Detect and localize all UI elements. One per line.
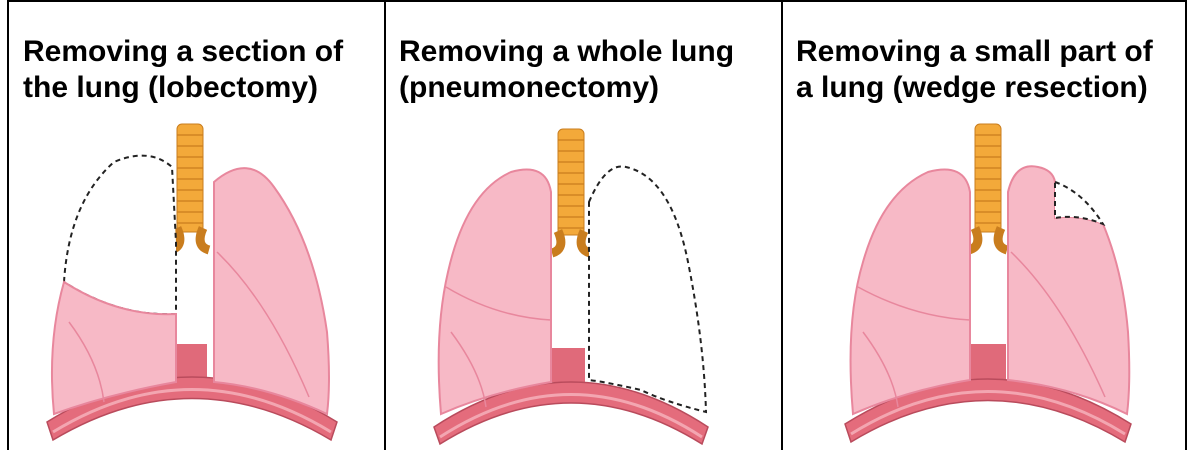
pneumonectomy-illustration [386,2,783,452]
panel-wedge-resection: Removing a small part of a lung (wedge r… [783,0,1187,450]
intact-lung [214,168,329,414]
removed-upper-lobe-outline [64,156,176,315]
wedge-resection-illustration [783,2,1187,452]
panel-lobectomy: Removing a section of the lung (lobectom… [7,0,386,450]
panel-pneumonectomy: Removing a whole lung (pneumonectomy) [386,0,783,450]
removed-lung-outline [589,166,706,412]
lobectomy-illustration [9,2,388,452]
trachea [969,124,1007,250]
trachea [552,129,590,253]
trachea [171,124,209,250]
